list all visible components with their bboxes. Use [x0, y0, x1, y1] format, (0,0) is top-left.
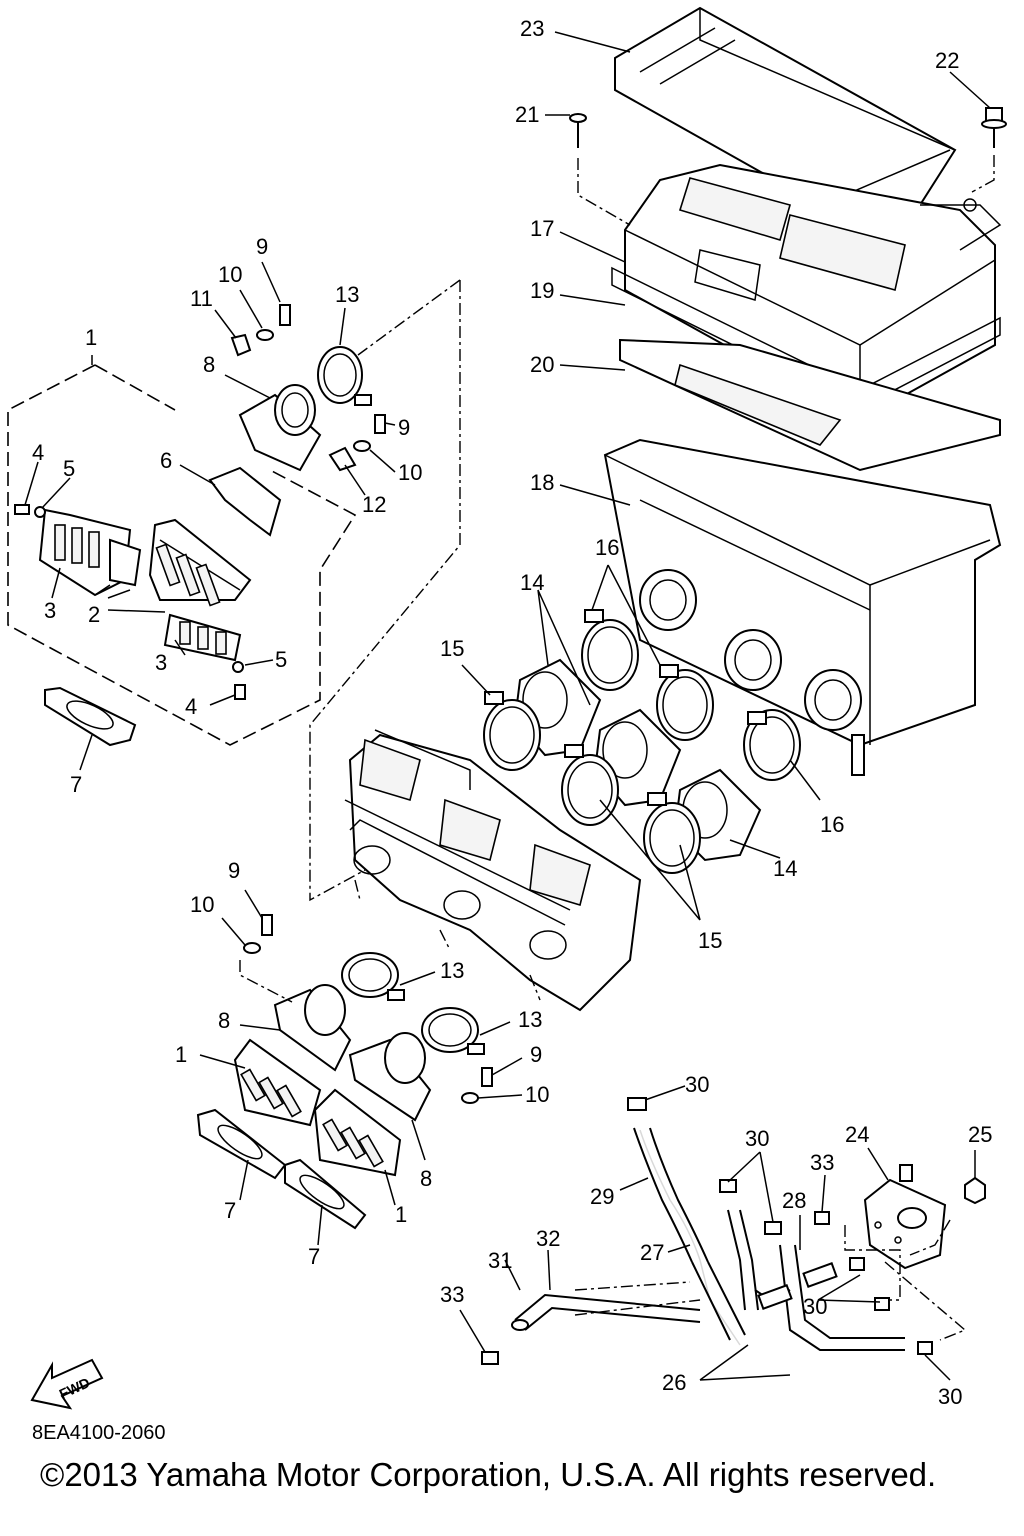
fwd-arrow-icon: FWD: [30, 1358, 104, 1410]
callout-32: 32: [536, 1226, 560, 1251]
callout-26: 26: [662, 1370, 686, 1395]
screws-part-4-5: [14, 504, 246, 700]
leader-lines: [24, 31, 991, 1381]
callout-19: 19: [530, 278, 554, 303]
callout-7b: 7: [224, 1198, 236, 1223]
callout-15b: 15: [698, 928, 722, 953]
callout-24: 24: [845, 1122, 869, 1147]
callout-13b: 13: [440, 958, 464, 983]
callout-5: 5: [63, 456, 75, 481]
screw-part-21: [569, 113, 631, 226]
callout-1b: 1: [175, 1042, 187, 1067]
callout-10c: 10: [190, 892, 214, 917]
callout-20: 20: [530, 352, 554, 377]
callout-13: 13: [335, 282, 359, 307]
callout-3b: 3: [155, 650, 167, 675]
callout-33: 33: [810, 1150, 834, 1175]
diagram-code: 8EA4100-2060: [32, 1422, 166, 1444]
callout-28: 28: [782, 1188, 806, 1213]
hoses-parts-26-29-31-32: [511, 1127, 967, 1351]
callout-7c: 7: [308, 1244, 320, 1269]
callout-18: 18: [530, 470, 554, 495]
callout-30d: 30: [938, 1384, 962, 1409]
reed-valve-lower-part-1: [233, 1038, 402, 1177]
callout-1c: 1: [395, 1202, 407, 1227]
callout-labels: 23 22 21 17 19 20 18 1 9 10 11 13 8 9 10…: [32, 16, 992, 1409]
callout-4: 4: [32, 440, 44, 465]
callout-2: 2: [88, 602, 100, 627]
callout-9d: 9: [530, 1042, 542, 1067]
callout-15: 15: [440, 636, 464, 661]
small-parts-9-10-lower: [239, 914, 493, 1104]
callout-12: 12: [362, 492, 386, 517]
clamp-part-16: [581, 609, 801, 781]
callout-16: 16: [595, 535, 619, 560]
nut-part-25: [964, 1176, 986, 1205]
callout-8b: 8: [218, 1008, 230, 1033]
callout-10d: 10: [525, 1082, 549, 1107]
callout-8: 8: [203, 352, 215, 377]
callout-6: 6: [160, 448, 172, 473]
callout-14b: 14: [773, 856, 797, 881]
stopper-part-6: [208, 466, 282, 537]
carburetor-assembly: [344, 729, 642, 1012]
callout-11: 11: [190, 286, 213, 311]
clamp-part-13-upper: [317, 346, 372, 406]
callout-17: 17: [530, 216, 554, 241]
gasket-part-7-upper: [44, 686, 137, 747]
clamp-part-15: [483, 691, 701, 874]
callout-25: 25: [968, 1122, 992, 1147]
callout-33b: 33: [440, 1282, 464, 1307]
callout-27: 27: [640, 1240, 664, 1265]
callout-4b: 4: [185, 694, 197, 719]
callout-9: 9: [256, 234, 268, 259]
hose-clips-parts-30-33: [481, 1097, 933, 1365]
fuel-pump-part-24: [863, 1164, 947, 1270]
airbox-element-part-20: [619, 338, 1001, 472]
callout-10b: 10: [398, 460, 422, 485]
bolt-part-22: [971, 107, 1007, 193]
callout-23: 23: [520, 16, 544, 41]
callout-30c: 30: [803, 1294, 827, 1319]
callout-13c: 13: [518, 1007, 542, 1032]
callout-3: 3: [44, 598, 56, 623]
callout-30b: 30: [745, 1126, 769, 1151]
callout-7: 7: [70, 772, 82, 797]
callout-5b: 5: [275, 647, 287, 672]
reed-valve-upper: [38, 508, 252, 662]
callout-8c: 8: [420, 1166, 432, 1191]
airbox-cover-part-23: [614, 6, 957, 227]
callout-10: 10: [218, 262, 242, 287]
callout-31: 31: [488, 1248, 512, 1273]
callout-16b: 16: [820, 812, 844, 837]
copyright-notice: ©2013 Yamaha Motor Corporation, U.S.A. A…: [40, 1456, 937, 1493]
callout-1: 1: [85, 325, 97, 350]
callout-22: 22: [935, 48, 959, 73]
callout-9c: 9: [228, 858, 240, 883]
callout-9b: 9: [398, 415, 410, 440]
airbox-upper-case-part-17: [624, 163, 1002, 422]
callout-30: 30: [685, 1072, 709, 1097]
callout-14: 14: [520, 570, 544, 595]
callout-29: 29: [590, 1184, 614, 1209]
airbox-lower-case-part-18: [603, 438, 1002, 776]
callout-21: 21: [515, 102, 539, 127]
intake-manifold-lower-part-8: [273, 984, 432, 1122]
small-parts-9-10-11-12: [230, 304, 386, 472]
intake-manifold-upper-part-8: [238, 384, 322, 472]
gasket-part-7-lower: [196, 1108, 367, 1230]
clamp-part-13-lower: [341, 952, 485, 1055]
